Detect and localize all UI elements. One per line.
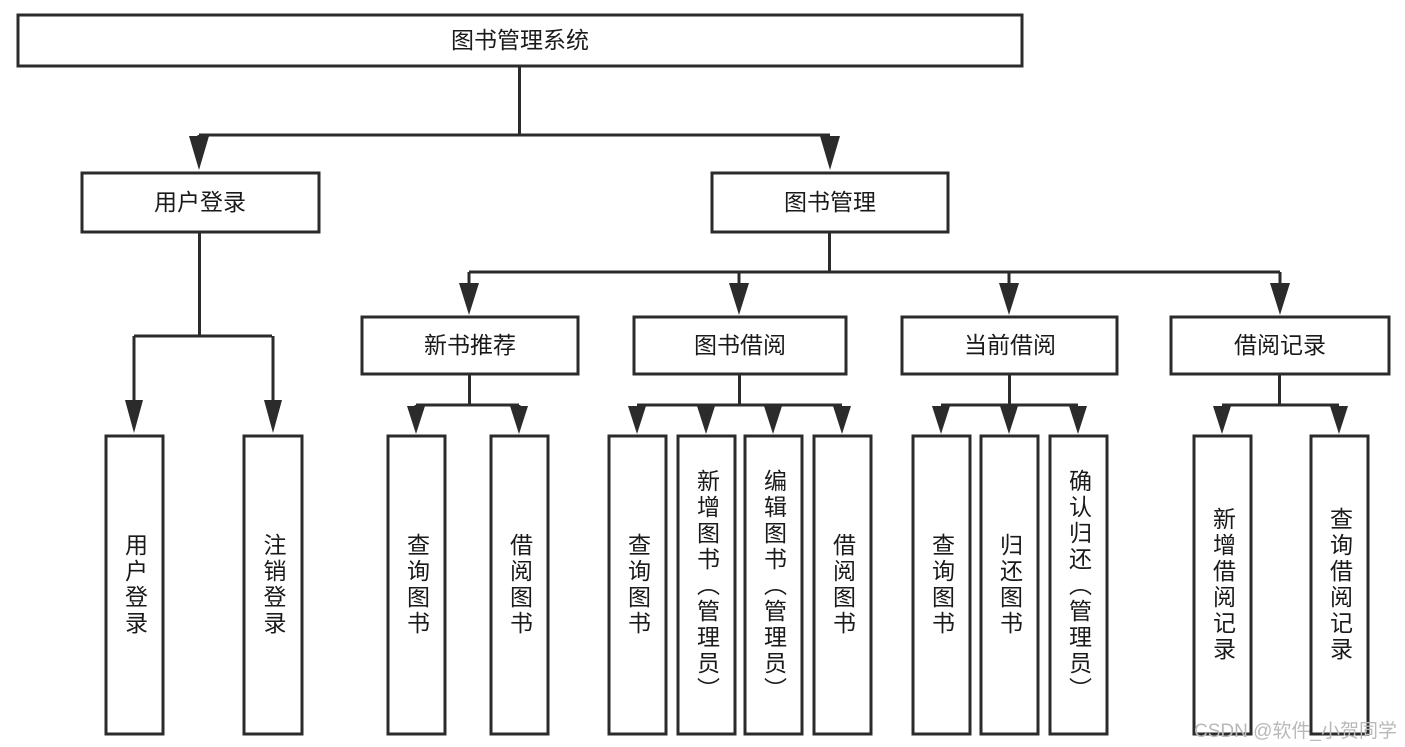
- leaf-edit-book-box[interactable]: [743, 434, 804, 736]
- node-root-box[interactable]: [16, 13, 1024, 68]
- arrow-head-leaf-query-record: [1330, 406, 1348, 434]
- arrow-head-borrow-record: [1270, 283, 1290, 315]
- arrow-head-leaf-query-book-2: [628, 406, 646, 434]
- arrow-head-leaf-borrow-book-2: [833, 406, 851, 434]
- csdn-watermark: CSDN @软件_小贺同学: [1194, 721, 1397, 742]
- node-book-borrow-box[interactable]: [632, 315, 848, 376]
- connector-group-user-login: [125, 232, 282, 433]
- node-borrow-record-box[interactable]: [1169, 315, 1391, 376]
- arrow-head-current-borrow: [999, 283, 1019, 315]
- node-current-borrow-box[interactable]: [900, 315, 1119, 376]
- leaf-confirm-return-box[interactable]: [1048, 434, 1109, 736]
- arrow-head-leaf-query-book-1: [407, 406, 425, 434]
- connector-group-book-borrow: [628, 374, 851, 434]
- connector-group-borrow-record: [1213, 374, 1348, 434]
- arrow-head-leaf-borrow-book-1: [510, 406, 528, 434]
- node-user-login-box[interactable]: [80, 171, 321, 234]
- node-root-label: 图书管理系统: [451, 27, 589, 53]
- leaf-query-book-3-box[interactable]: [911, 434, 972, 736]
- arrow-head-leaf-add-record: [1213, 406, 1231, 434]
- arrow-head-leaf-confirm-return: [1069, 406, 1087, 434]
- node-new-book-rec-box[interactable]: [360, 315, 580, 376]
- node-current-borrow-label: 当前借阅: [964, 332, 1056, 358]
- node-new-book-rec-label: 新书推荐: [424, 332, 516, 358]
- node-user-login-label: 用户登录: [154, 189, 246, 215]
- leaf-return-book-box[interactable]: [979, 434, 1040, 736]
- leaf-add-book-box[interactable]: [676, 434, 737, 736]
- leaf-query-book-1-box[interactable]: [386, 434, 447, 736]
- connector-group-current-borrow: [932, 374, 1087, 434]
- node-borrow-record-label: 借阅记录: [1234, 332, 1326, 358]
- arrow-head-leaf-logout: [264, 400, 282, 433]
- node-book-borrow-label: 图书借阅: [694, 332, 786, 358]
- connector-group-root: [189, 66, 840, 170]
- leaf-query-book-2-box[interactable]: [607, 434, 668, 736]
- connector-group-new-book-rec: [407, 374, 528, 434]
- leaf-user-login-box[interactable]: [104, 434, 165, 736]
- arrow-head-book-mgmt: [820, 136, 840, 170]
- arrow-head-user-login: [189, 136, 209, 170]
- leaf-query-record-box[interactable]: [1309, 434, 1370, 736]
- leaf-logout-box[interactable]: [242, 434, 304, 736]
- arrow-head-new-book-rec: [459, 283, 479, 315]
- arrow-head-leaf-user-login: [125, 400, 143, 433]
- arrow-head-book-borrow: [729, 283, 749, 315]
- leaf-add-record-box[interactable]: [1192, 434, 1253, 736]
- arrow-head-leaf-add-book: [697, 406, 715, 434]
- arrow-head-leaf-query-book-3: [932, 406, 950, 434]
- leaf-borrow-book-1-box[interactable]: [489, 434, 550, 736]
- arrow-head-leaf-return-book: [1000, 406, 1018, 434]
- node-book-mgmt-box[interactable]: [710, 171, 950, 234]
- connector-group-book-mgmt: [459, 232, 1290, 315]
- node-book-mgmt-label: 图书管理: [784, 189, 876, 215]
- leaf-borrow-book-2-box[interactable]: [812, 434, 873, 736]
- arrow-head-leaf-edit-book: [764, 406, 782, 434]
